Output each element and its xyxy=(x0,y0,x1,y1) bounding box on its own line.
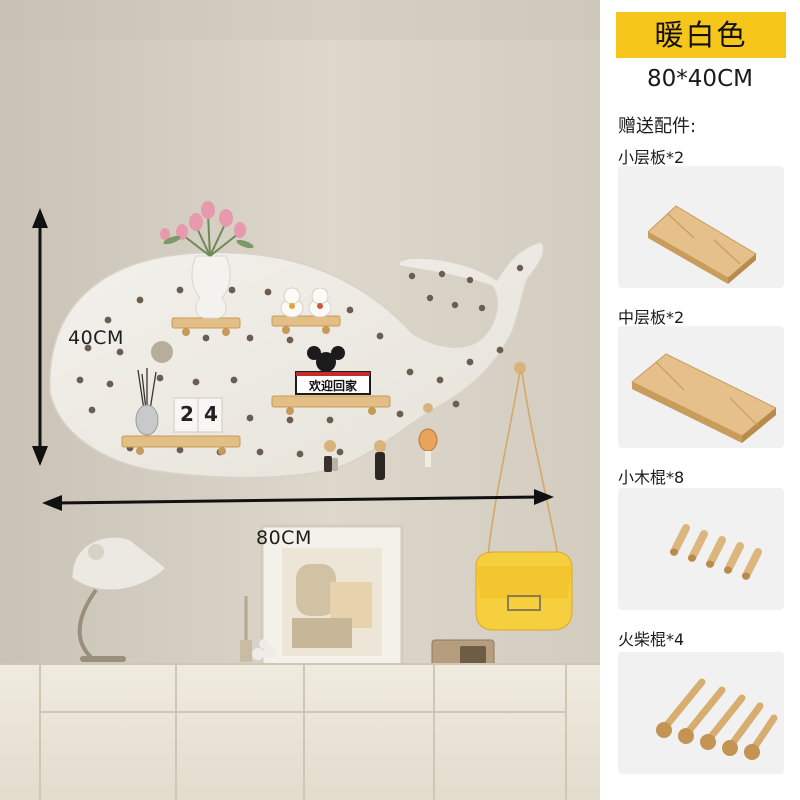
medium-shelf-icon xyxy=(631,353,777,443)
size-text: 80*40CM xyxy=(647,66,753,92)
accessory-label-small-sticks: 小木棍*8 xyxy=(618,468,685,487)
accessory-label-match-sticks: 火柴棍*4 xyxy=(618,630,685,649)
small-sticks-icon xyxy=(670,524,762,580)
accessory-label-small-shelf: 小层板*2 xyxy=(618,148,685,167)
diffuser-bottle xyxy=(135,368,159,436)
small-stones xyxy=(252,639,276,660)
room-scene xyxy=(0,0,600,800)
welcome-home-sign xyxy=(295,346,371,395)
match-sticks-icon xyxy=(656,678,778,760)
gift-accessories-title: 赠送配件: xyxy=(618,116,697,137)
calendar-digit-1: 2 xyxy=(180,402,194,426)
calendar-digit-2: 4 xyxy=(204,402,218,426)
vase-with-flowers xyxy=(160,201,254,319)
spec-panel: 暖白色 80*40CM 赠送配件: 小层板*2 中层板*2 xyxy=(600,0,800,800)
whale-pegboard xyxy=(49,241,545,479)
peg-holes xyxy=(76,264,524,458)
desk-lamp xyxy=(71,536,167,662)
flip-calendar xyxy=(173,397,223,433)
yellow-handbag xyxy=(475,371,573,631)
height-dimension-label: 40CM xyxy=(68,327,124,349)
product-photo: 40CM 80CM 欢迎回家 2 4 xyxy=(0,0,600,800)
small-shelf-icon xyxy=(647,205,757,284)
wood-shelves xyxy=(121,315,391,448)
accessory-image-small-sticks xyxy=(618,488,784,610)
speaker xyxy=(431,639,495,671)
lucky-cat-figures xyxy=(280,287,332,318)
sign-text: 欢迎回家 xyxy=(308,379,357,393)
width-dimension-label: 80CM xyxy=(256,527,312,549)
dimension-arrows xyxy=(32,208,554,511)
cabinet xyxy=(0,663,600,800)
accessory-image-small-shelf xyxy=(618,166,784,288)
candle-holder xyxy=(240,596,252,662)
pegs-and-keys xyxy=(324,362,526,480)
accessory-image-medium-shelf xyxy=(618,326,784,448)
accessory-label-medium-shelf: 中层板*2 xyxy=(618,308,685,327)
color-name-badge: 暖白色 xyxy=(616,12,786,58)
picture-frame xyxy=(260,524,404,668)
accessory-image-match-sticks xyxy=(618,652,784,774)
